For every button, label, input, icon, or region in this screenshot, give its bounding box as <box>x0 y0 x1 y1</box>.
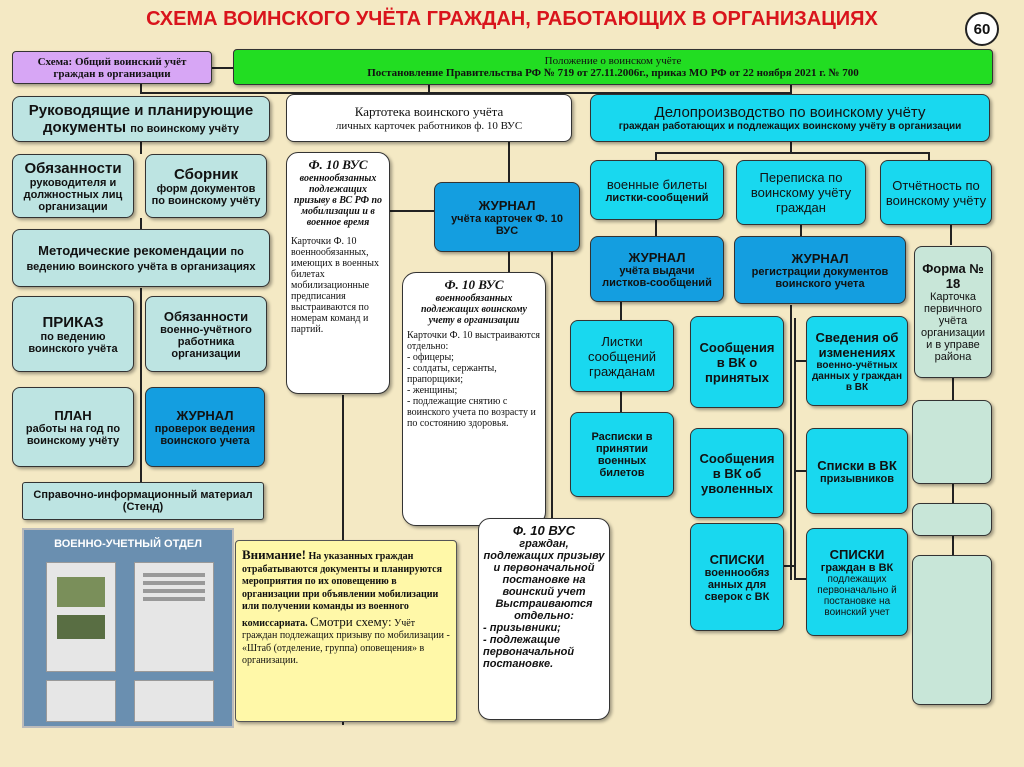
inspection-journal-box: ЖУРНАЛ проверок ведения воинского учета <box>145 387 265 467</box>
connector-line <box>655 152 657 162</box>
conscripts-cards-box: Ф. 10 ВУС граждан, подлежащих призыву и … <box>478 518 610 720</box>
photo-poster <box>134 680 214 722</box>
attention-note: Внимание! На указанных граждан отрабатыв… <box>235 540 457 722</box>
connector-line <box>794 578 806 580</box>
order-box: ПРИКАЗ по ведению воинского учёта <box>12 296 134 372</box>
left-header: Руководящие и планирующие документы по в… <box>12 96 270 142</box>
empty-report-slot <box>912 400 992 484</box>
check-lists-box: СПИСКИ военнообяз анных для сверок с ВК <box>690 523 784 631</box>
connector-line <box>794 470 806 472</box>
photo-poster <box>46 680 116 722</box>
connector-line <box>140 288 142 488</box>
plan-box: ПЛАН работы на год по воинскому учёту <box>12 387 134 467</box>
fired-messages-box: Сообщения в ВК об уволенных <box>690 428 784 518</box>
connector-line <box>928 152 930 162</box>
duties-worker-box: Обязанности военно-учётного работника ор… <box>145 296 267 372</box>
accepted-messages-box: Сообщения в ВК о принятых <box>690 316 784 408</box>
photo-caption: ВОЕННО-УЧЕТНЫЙ ОТДЕЛ <box>54 538 202 550</box>
connector-line <box>508 252 510 272</box>
connector-line <box>952 535 954 555</box>
connector-line <box>620 392 622 412</box>
connector-line <box>790 142 792 154</box>
connector-line <box>952 483 954 503</box>
method-recommendations-box: Методические рекомендации по ведению вои… <box>12 229 270 287</box>
connector-line <box>655 152 930 154</box>
connector-line <box>551 220 553 520</box>
ticket-receipts-box: Расписки в принятии военных билетов <box>570 412 674 497</box>
connector-line <box>794 360 806 362</box>
page-title: СХЕМА ВОИНСКОГО УЧЁТА ГРАЖДАН, РАБОТАЮЩИ… <box>146 8 878 30</box>
connector-line <box>140 92 790 94</box>
forms-collection-box: Сборник форм документов по воинскому учё… <box>145 154 267 218</box>
conscripts-lists-box: Списки в ВК призывников <box>806 428 908 514</box>
connector-line <box>140 218 142 230</box>
connector-line <box>140 142 142 154</box>
connector-line <box>790 84 792 94</box>
connector-line <box>212 67 234 69</box>
correspondence-box: Переписка по воинскому учёту граждан <box>736 160 866 225</box>
connector-line <box>428 84 430 94</box>
connector-line <box>508 142 510 182</box>
leaflets-journal-box: ЖУРНАЛ учёта выдачи листков-сообщений <box>590 236 724 302</box>
connector-line <box>380 210 436 212</box>
connector-line <box>950 225 952 245</box>
leaflets-to-citizens-box: Листки сообщений гражданам <box>570 320 674 392</box>
scheme-label: Схема: Общий воинский учёт граждан в орг… <box>12 51 212 84</box>
connector-line <box>780 565 794 567</box>
reporting-box: Отчётность по воинскому учёту <box>880 160 992 225</box>
connector-line <box>790 305 792 580</box>
connector-line <box>620 302 622 320</box>
empty-report-slot <box>912 503 992 536</box>
stand-box: Справочно-информационный материал (Стенд… <box>22 482 264 520</box>
duties-heads-box: Обязанности руководителя и должностных л… <box>12 154 134 218</box>
mobilization-cards-box: Ф. 10 ВУС военнообязанных подлежащих при… <box>286 152 390 394</box>
military-tickets-box: военные билеты листки-сообщений <box>590 160 724 220</box>
records-header: Делопроизводство по воинскому учёту граж… <box>590 94 990 142</box>
changes-info-box: Сведения об изменениях военно-учётных да… <box>806 316 908 406</box>
form18-box: Форма № 18 Карточка первичного учёта орг… <box>914 246 992 378</box>
page-number-badge: 60 <box>965 12 999 46</box>
photo-poster <box>46 562 116 672</box>
card-index-header: Картотека воинского учёта личных карточе… <box>286 94 572 142</box>
connector-line <box>800 225 802 238</box>
initial-lists-box: СПИСКИ граждан в ВК подлежащих первонача… <box>806 528 908 636</box>
connector-line <box>655 220 657 238</box>
connector-line <box>140 84 142 94</box>
registered-cards-box: Ф. 10 ВУС военнообязанных подлежащих вои… <box>402 272 546 526</box>
cards-journal-box: ЖУРНАЛ учёта карточек Ф. 10 ВУС <box>434 182 580 252</box>
regulation-box: Положение о воинском учёте Постановление… <box>233 49 993 85</box>
registration-journal-box: ЖУРНАЛ регистрации документов воинского … <box>734 236 906 304</box>
stand-photo: ВОЕННО-УЧЕТНЫЙ ОТДЕЛ <box>22 528 234 728</box>
connector-line <box>952 378 954 400</box>
connector-line <box>794 318 796 580</box>
photo-poster <box>134 562 214 672</box>
empty-report-slot <box>912 555 992 705</box>
